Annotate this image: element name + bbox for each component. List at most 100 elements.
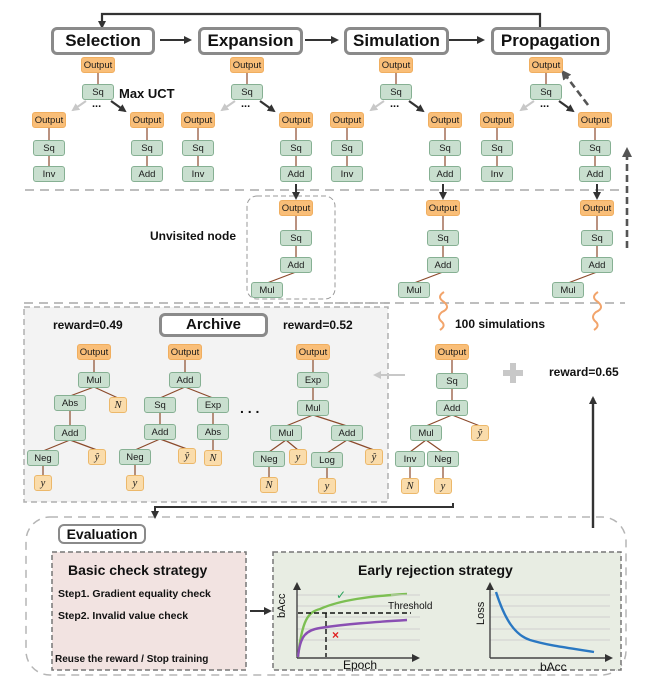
early-rejection-panel xyxy=(272,551,622,671)
node-output: Output xyxy=(529,57,563,73)
node-output: Output xyxy=(230,57,264,73)
archive-reward-left: reward=0.49 xyxy=(53,318,123,332)
node-add: Add xyxy=(280,166,312,182)
node-add: Add xyxy=(579,166,611,182)
tree-edge xyxy=(425,414,453,427)
branch-arrow-left xyxy=(369,100,385,112)
node-neg: Neg xyxy=(427,451,459,467)
stage-expansion: Expansion xyxy=(198,27,303,55)
leaf-node-yhat: ŷ xyxy=(365,449,383,465)
branch-ellipsis: ... xyxy=(92,98,102,110)
node-sq: Sq xyxy=(144,397,176,413)
node-output: Output xyxy=(130,112,164,128)
branch-arrow-left xyxy=(220,100,236,112)
basic-step2: Step2. Invalid value check xyxy=(58,610,189,622)
node-mul: Mul xyxy=(398,282,430,298)
leaf-node-y: y xyxy=(34,475,52,491)
squiggle-2 xyxy=(592,291,602,331)
node-output: Output xyxy=(296,344,330,360)
tree-edge xyxy=(326,439,348,454)
node-add: Add xyxy=(54,425,86,441)
new-reward-label: reward=0.65 xyxy=(549,365,619,379)
leaf-node-y: y xyxy=(434,478,452,494)
node-sq: Sq xyxy=(280,230,312,246)
tree-edge xyxy=(268,439,287,453)
chart1-ylabel: bAcc xyxy=(276,593,288,618)
node-add: Add xyxy=(429,166,461,182)
node-add: Add xyxy=(280,257,312,273)
branch-ellipsis: ... xyxy=(390,98,400,110)
tree-edge xyxy=(451,414,481,427)
node-sq: Sq xyxy=(182,140,214,156)
branch-ellipsis: ... xyxy=(241,98,251,110)
node-output: Output xyxy=(480,112,514,128)
node-neg: Neg xyxy=(119,449,151,465)
pass-curve xyxy=(296,592,408,658)
node-add: Add xyxy=(131,166,163,182)
node-inv: Inv xyxy=(481,166,513,182)
tree-edge xyxy=(425,439,444,453)
node-output: Output xyxy=(580,200,614,216)
leaf-node-y: y xyxy=(126,475,144,491)
simulations-label: 100 simulations xyxy=(455,317,546,331)
node-output: Output xyxy=(379,57,413,73)
plus-icon xyxy=(503,363,523,383)
node-output: Output xyxy=(426,200,460,216)
chart2-xlabel: bAcc xyxy=(540,660,567,674)
node-output: Output xyxy=(330,112,364,128)
squiggle-1 xyxy=(438,291,448,331)
leaf-node-y: y xyxy=(318,478,336,494)
node-output: Output xyxy=(578,112,612,128)
unvisited-node-box xyxy=(246,195,336,300)
node-mul: Mul xyxy=(78,372,110,388)
leaf-node-yhat: ŷ xyxy=(471,425,489,441)
evaluation-panel xyxy=(25,516,627,676)
branch-arrow-max-uct xyxy=(259,100,276,113)
leaf-node-N: N xyxy=(260,477,278,493)
node-mul: Mul xyxy=(270,425,302,441)
node-abs: Abs xyxy=(197,424,229,440)
node-mul: Mul xyxy=(410,425,442,441)
node-add: Add xyxy=(427,257,459,273)
node-exp: Exp xyxy=(297,372,329,388)
basic-check-panel xyxy=(51,551,247,671)
chart1-xlabel: Epoch xyxy=(343,658,378,672)
cross-icon: × xyxy=(332,628,340,642)
node-add: Add xyxy=(436,400,468,416)
check-icon: ✓ xyxy=(336,588,347,602)
leaf-node-N: N xyxy=(109,397,127,413)
tree-edge xyxy=(312,414,348,427)
archive-ellipsis: . . . xyxy=(240,400,260,416)
node-neg: Neg xyxy=(27,450,59,466)
node-sq: Sq xyxy=(427,230,459,246)
node-inv: Inv xyxy=(395,451,425,467)
leaf-node-yhat: ŷ xyxy=(88,449,106,465)
node-sq: Sq xyxy=(579,140,611,156)
node-mul: Mul xyxy=(251,282,283,298)
node-neg: Neg xyxy=(253,451,285,467)
node-output: Output xyxy=(279,112,313,128)
tree-edge xyxy=(159,438,188,450)
basic-step1: Step1. Gradient equality check xyxy=(58,588,211,600)
tree-edge xyxy=(69,386,95,397)
tree-edges xyxy=(42,72,598,479)
node-add: Add xyxy=(144,424,176,440)
max-uct-label: Max UCT xyxy=(119,86,175,101)
fail-curve xyxy=(296,618,408,658)
tree-edge xyxy=(285,439,299,451)
node-sq: Sq xyxy=(82,84,114,100)
archive-reward-right: reward=0.52 xyxy=(283,318,353,332)
chart2-ylabel: Loss xyxy=(475,601,487,625)
tree-edge xyxy=(159,386,186,399)
loss-curve xyxy=(494,591,595,654)
archive-title: Archive xyxy=(159,313,268,337)
early-rejection-title: Early rejection strategy xyxy=(358,562,513,578)
unvisited-node-label: Unvisited node xyxy=(150,229,237,243)
node-inv: Inv xyxy=(182,166,214,182)
node-sq: Sq xyxy=(481,140,513,156)
arrow-to-evaluation xyxy=(151,503,454,519)
branch-arrow-max-uct xyxy=(110,100,127,113)
node-sq: Sq xyxy=(280,140,312,156)
node-log: Log xyxy=(311,452,343,468)
node-mul: Mul xyxy=(297,400,329,416)
